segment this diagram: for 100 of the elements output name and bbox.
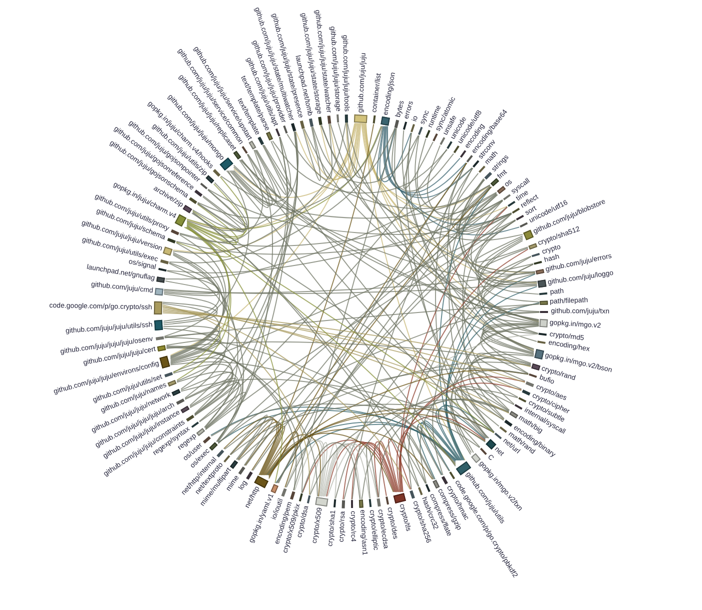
dependency-line (170, 361, 456, 464)
dependency-line (482, 323, 540, 354)
dependency-line (342, 442, 396, 500)
dependency-line (462, 186, 536, 275)
dependency-line (268, 370, 529, 476)
dependency-line (186, 204, 239, 244)
dependency-line (236, 418, 274, 466)
dependency-line (163, 262, 220, 322)
dependency-line (482, 330, 538, 356)
dependency-line (170, 357, 233, 415)
dependency-line (264, 144, 495, 433)
dependency-line (324, 443, 370, 499)
dependency-line (162, 326, 220, 361)
dependency-line (162, 312, 532, 368)
dependency-line (164, 167, 473, 280)
dependency-line (438, 186, 492, 461)
dependency-line (258, 124, 374, 476)
dependency-line (216, 136, 289, 442)
dependency-line (330, 123, 534, 350)
dependency-line (462, 200, 515, 405)
dependency-line (312, 123, 333, 180)
dependency-line (483, 272, 540, 312)
dependency-line (172, 364, 234, 416)
dependency-line (230, 404, 494, 456)
dependency-line (163, 280, 219, 296)
dependency-line (478, 238, 540, 324)
dependency-line (184, 226, 494, 434)
dependency-line (208, 188, 512, 235)
dependency-line (172, 219, 516, 372)
dependency-line (197, 196, 244, 233)
dependency-line (327, 334, 539, 497)
dependency-line (408, 132, 529, 374)
dependency-line (186, 176, 250, 238)
dependency-line (163, 270, 220, 294)
dependency-line (179, 154, 264, 243)
dependency-line (170, 352, 226, 382)
dependency-line (210, 403, 480, 448)
dependency-line (286, 134, 491, 210)
dependency-line (192, 182, 248, 232)
dependency-line (264, 434, 321, 497)
dependency-line (392, 128, 454, 192)
dependency-line (309, 442, 328, 497)
dependency-line (176, 212, 512, 255)
dependency-line (272, 140, 448, 194)
dependency-line (406, 132, 488, 439)
dependency-line (240, 159, 534, 350)
dependency-line (162, 306, 410, 490)
dependency-line (435, 162, 474, 454)
dependency-line (285, 439, 324, 497)
dependency-line (402, 130, 534, 352)
dependency-line (166, 199, 504, 274)
dependency-line (351, 442, 398, 500)
dependency-line (263, 431, 299, 488)
dependency-line (294, 440, 325, 497)
dependency-line (216, 149, 273, 442)
dependency-line (456, 194, 504, 231)
dependency-line (220, 176, 490, 219)
dependency-line (176, 371, 240, 428)
dependency-line (172, 253, 230, 398)
dependency-line (452, 186, 498, 226)
dependency-line (164, 333, 221, 362)
dependency-line (186, 183, 246, 239)
dependency-line (450, 172, 512, 232)
dependency-line (364, 122, 534, 351)
dependency-line (223, 416, 278, 476)
dependency-line (198, 148, 448, 422)
dependency-line (229, 160, 269, 208)
dependency-line (251, 426, 286, 476)
dependency-line (302, 442, 360, 500)
dependency-line (376, 126, 396, 181)
dependency-line (226, 170, 456, 467)
dependency-line (432, 264, 534, 476)
dependency-line (163, 280, 538, 294)
dependency-line (168, 128, 396, 264)
dependency-line (400, 206, 508, 492)
dependency-line (344, 388, 518, 500)
dependency-line (320, 122, 360, 178)
dependency-line (477, 240, 538, 342)
dependency-line (470, 357, 532, 411)
dependency-line (241, 158, 490, 439)
dependency-line (470, 206, 538, 286)
dependency-line (202, 189, 248, 228)
dependency-line (450, 354, 534, 455)
dependency-line (329, 122, 361, 178)
dependency-line (166, 338, 222, 363)
dependency-line (229, 414, 268, 460)
dependency-line (302, 440, 395, 494)
dependency-line (163, 270, 536, 294)
dependency-line (230, 419, 280, 476)
dependency-line (190, 382, 239, 416)
dependency-line (320, 124, 524, 241)
dependency-line (414, 134, 540, 323)
dependency-line (447, 162, 534, 353)
dependency-line (444, 404, 486, 448)
dependency-line (326, 441, 396, 497)
dependency-line (402, 135, 434, 189)
dependency-line (163, 328, 244, 442)
dependency-line (436, 408, 486, 461)
dependency-line (172, 254, 238, 428)
dependency-line (218, 200, 503, 444)
